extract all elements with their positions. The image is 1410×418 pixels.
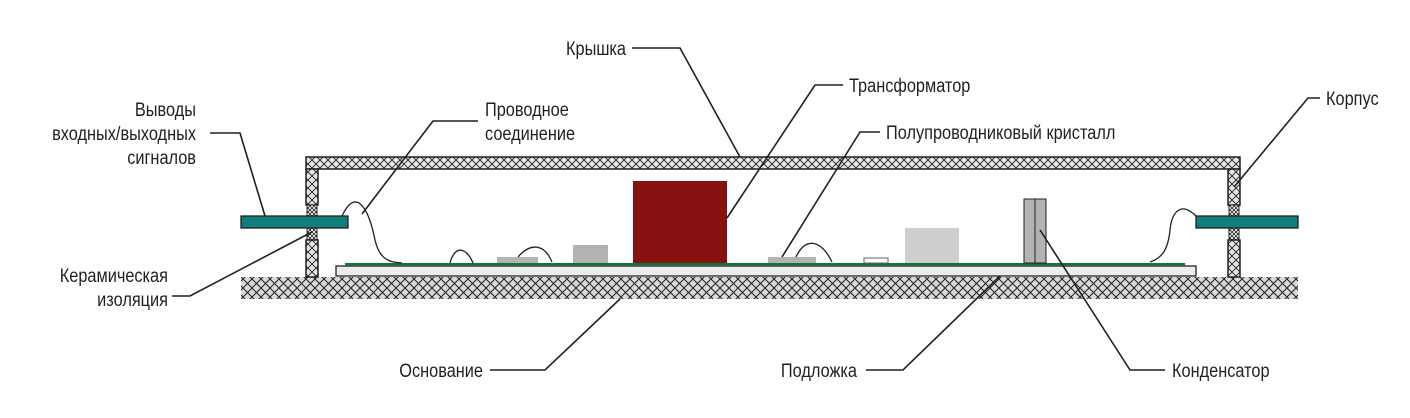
semiconductor-die — [768, 257, 816, 263]
housing-wall-left-upper — [305, 168, 319, 206]
bond-wire-mid-b — [795, 242, 833, 263]
label-capacitor: Конденсатор — [1172, 360, 1270, 381]
leader-bond-wire — [361, 120, 478, 215]
base-plate — [241, 277, 1298, 299]
io-lead-left — [240, 215, 349, 229]
leader-substrate — [866, 275, 1001, 371]
leader-lid — [632, 47, 741, 158]
io-lead-right — [1195, 215, 1299, 229]
lid — [305, 156, 1241, 170]
component-outline — [863, 257, 889, 264]
bond-wire-mid-a — [517, 246, 553, 263]
label-lid: Крышка — [566, 38, 626, 59]
leader-capacitor — [1039, 229, 1165, 371]
housing-wall-left-lower — [305, 239, 319, 278]
component-small-b — [573, 245, 608, 263]
leader-base — [490, 298, 621, 371]
leader-io-leads — [210, 132, 266, 217]
capacitor-plate-left — [1023, 198, 1036, 264]
component-small-a — [497, 257, 538, 263]
bond-wire-small — [449, 249, 474, 264]
label-substrate: Подложка — [781, 360, 857, 381]
leader-ceramic-insulation — [172, 231, 313, 297]
transformer — [633, 181, 727, 263]
leader-housing — [1233, 97, 1320, 188]
label-transformer: Трансформатор — [849, 75, 971, 96]
component-large — [905, 228, 959, 263]
label-ceramic-insulation-line1: Керамическая — [60, 265, 168, 286]
label-bond-wire-line2: соединение — [485, 123, 575, 144]
bond-wire-left — [341, 201, 403, 264]
label-ceramic-insulation-line2: изоляция — [97, 289, 168, 310]
label-base: Основание — [399, 360, 483, 381]
leader-transformer — [726, 84, 843, 219]
label-semiconductor-die: Полупроводниковый кристалл — [886, 122, 1115, 143]
label-bond-wire-line1: Проводное — [485, 99, 569, 120]
label-housing: Корпус — [1326, 88, 1379, 109]
bond-wire-right — [1149, 208, 1197, 263]
substrate-conductor-layer — [345, 263, 1185, 266]
housing-wall-right-lower — [1227, 239, 1241, 278]
leader-semiconductor-die — [781, 131, 880, 258]
label-io-leads-line2: входных/выходных — [52, 123, 196, 144]
label-io-leads-line1: Выводы — [135, 99, 196, 120]
label-io-leads-line3: сигналов — [127, 147, 196, 168]
